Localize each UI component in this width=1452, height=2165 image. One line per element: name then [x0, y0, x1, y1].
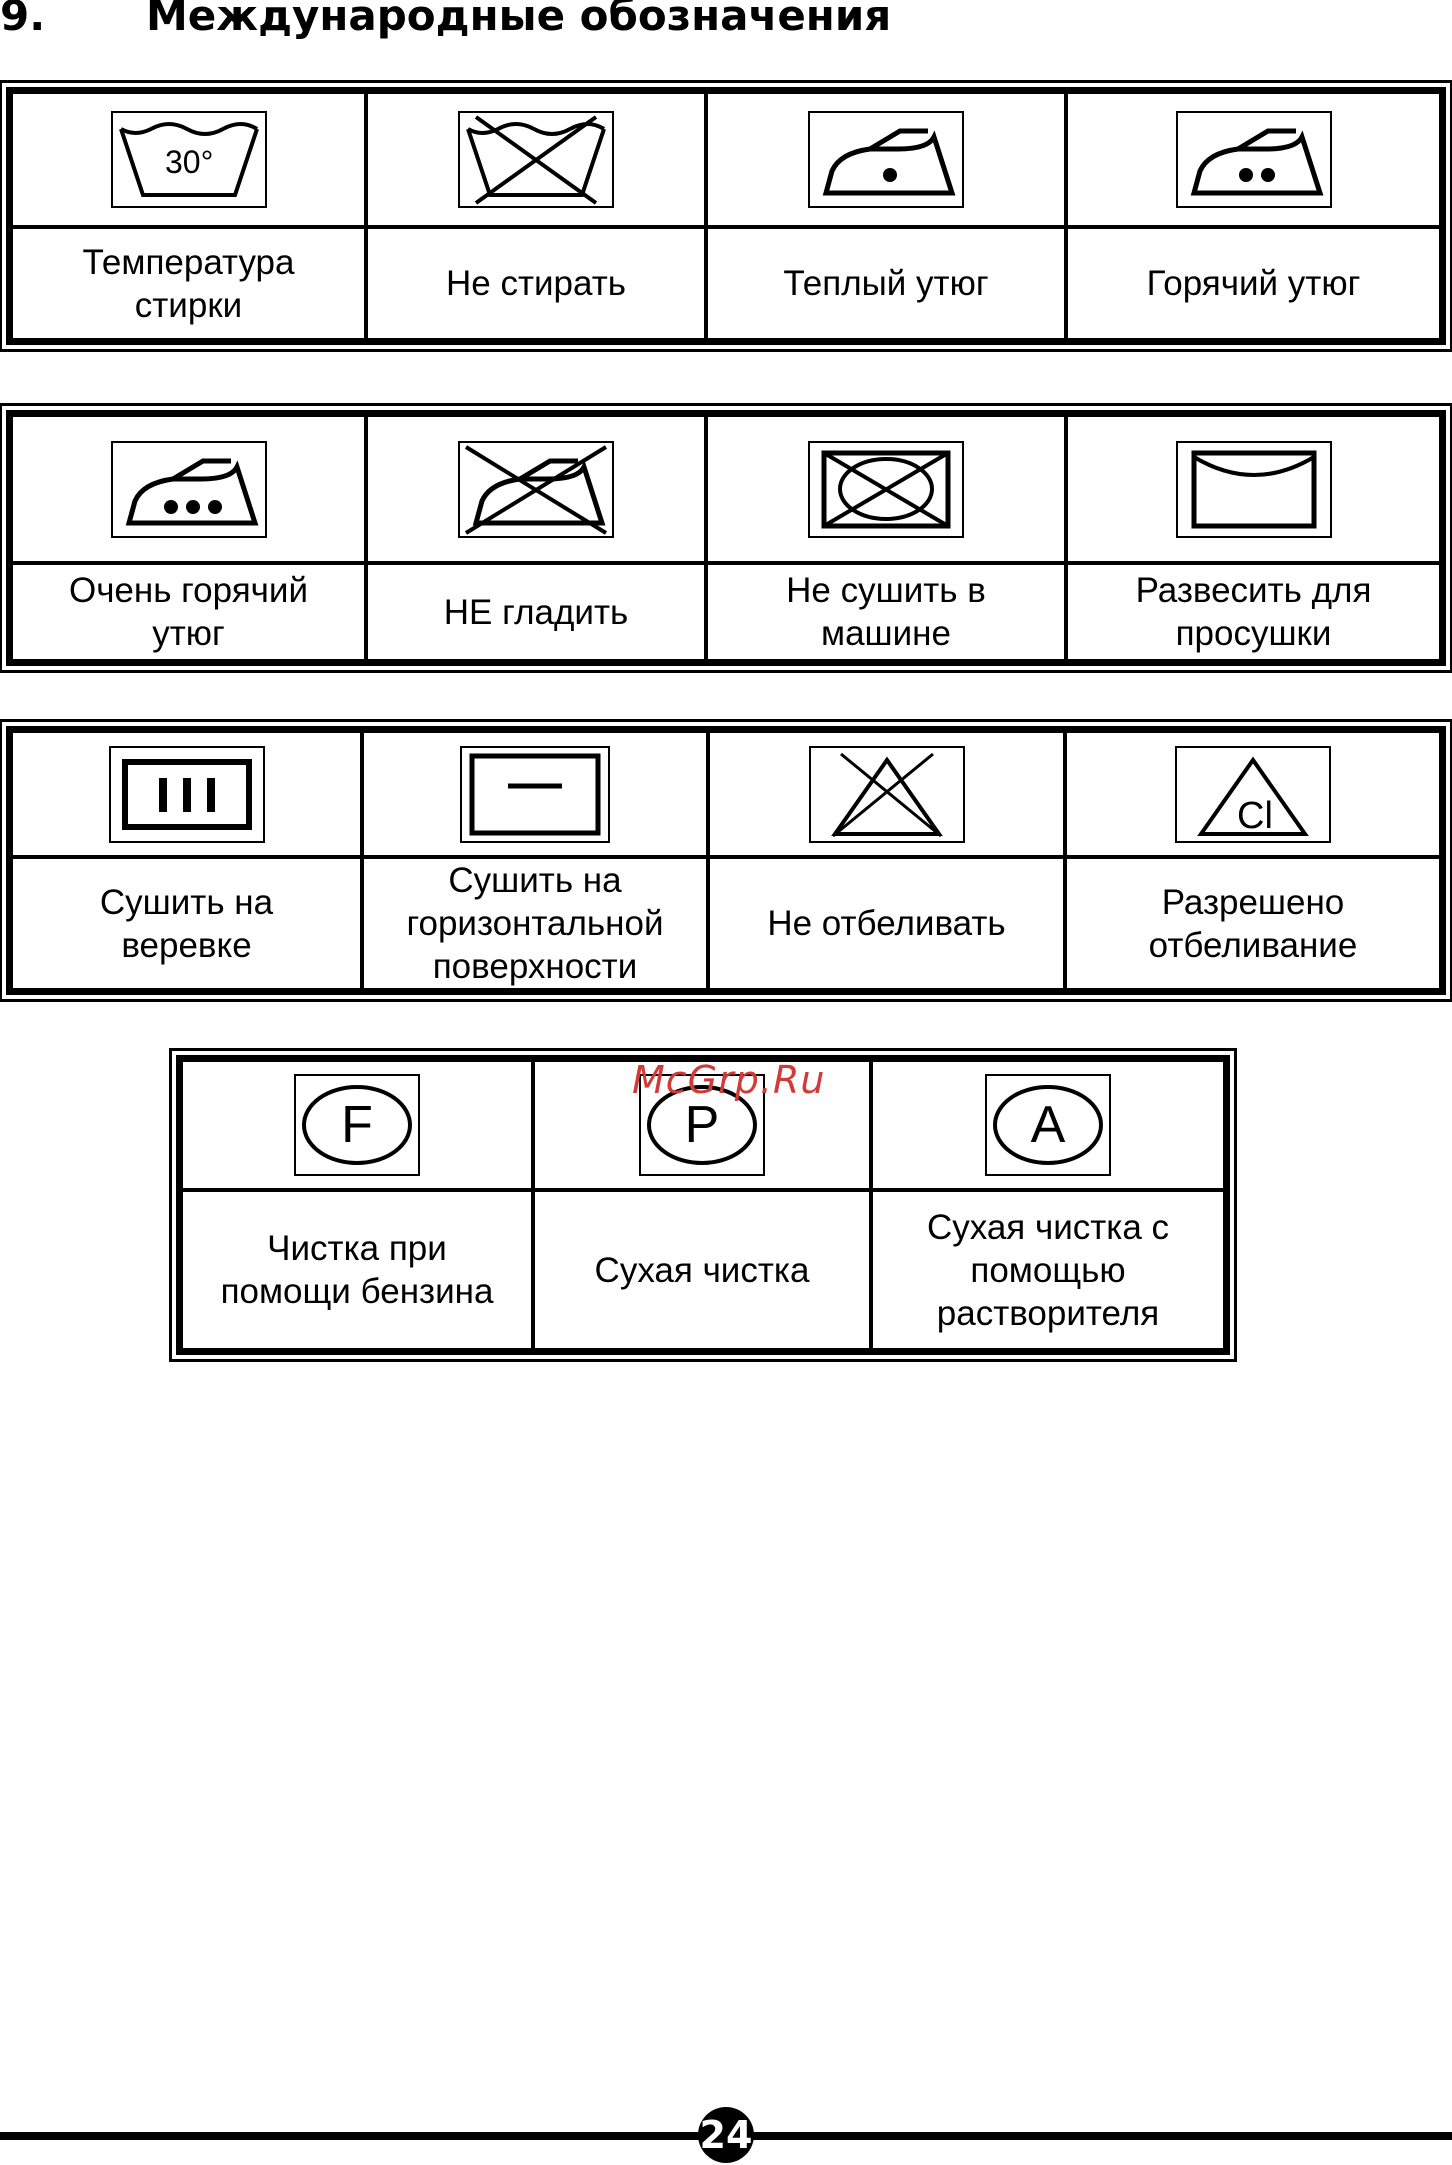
- symbol-cell: [362, 731, 708, 857]
- label-cell: Горячий утюг: [1066, 227, 1441, 340]
- page-number: 24: [698, 2107, 754, 2163]
- bleach-mark: Cl: [1237, 795, 1273, 837]
- no-wash-icon: [458, 111, 614, 208]
- dry-flat-icon: [460, 745, 610, 843]
- symbol-cell: [11, 731, 362, 857]
- label-cell: Чистка при помощи бензина: [181, 1190, 533, 1350]
- symbol-cell: [366, 415, 706, 563]
- symbols-table-2: Очень горячий утюг НЕ гладить Не сушить …: [0, 403, 1452, 673]
- label-cell: Теплый утюг: [706, 227, 1066, 340]
- symbol-cell: A: [871, 1060, 1225, 1190]
- section-number: 9.: [0, 0, 46, 40]
- label-cell: Сухая чистка: [533, 1190, 871, 1350]
- hang-dry-icon: [1175, 440, 1332, 538]
- label-cell: Развесить для просушки: [1066, 563, 1441, 661]
- symbol-cell: [708, 731, 1065, 857]
- label-cell: Сушить на горизонтальной поверхности: [362, 857, 708, 990]
- symbol-cell: [11, 415, 366, 563]
- dry-clean-p-mark: P: [685, 1096, 720, 1154]
- iron-hot-icon: [1175, 111, 1332, 208]
- label-cell: Не сушить в машине: [706, 563, 1066, 661]
- label-cell: Не стирать: [366, 227, 706, 340]
- symbol-cell: [366, 92, 706, 227]
- wash-temp-label: 30°: [165, 144, 213, 180]
- symbol-cell: [1066, 415, 1441, 563]
- symbol-cell: Cl: [1065, 731, 1441, 857]
- label-cell: Разрешено отбеливание: [1065, 857, 1441, 990]
- bleach-allowed-icon: Cl: [1175, 745, 1331, 843]
- no-iron-icon: [458, 440, 614, 538]
- section-title: Международные обозначения: [146, 0, 892, 40]
- symbol-cell: [706, 92, 1066, 227]
- symbols-table-3: Cl Сушить на веревке Сушить на горизонта…: [0, 719, 1452, 1002]
- label-cell: Сухая чистка с помощью растворителя: [871, 1190, 1225, 1350]
- label-cell: Не отбеливать: [708, 857, 1065, 990]
- label-cell: Очень горячий утюг: [11, 563, 366, 661]
- no-bleach-icon: [808, 745, 965, 843]
- iron-warm-icon: [808, 111, 964, 208]
- dry-clean-p-icon: P: [639, 1074, 765, 1176]
- symbols-table-4: F P A Чистка при помощи бензина Сухая ч: [169, 1048, 1237, 1362]
- line-dry-icon: [108, 745, 265, 843]
- iron-very-hot-icon: [110, 440, 267, 538]
- symbol-cell: [1066, 92, 1441, 227]
- watermark: McGrp.Ru: [632, 1058, 826, 1102]
- dry-clean-a-icon: A: [985, 1074, 1111, 1176]
- dry-clean-f-icon: F: [294, 1074, 420, 1176]
- symbol-cell: 30°: [11, 92, 366, 227]
- label-cell: НЕ гладить: [366, 563, 706, 661]
- symbol-cell: F: [181, 1060, 533, 1190]
- label-cell: Температура стирки: [11, 227, 366, 340]
- symbols-table-1: 30°: [0, 80, 1452, 352]
- dry-clean-f-mark: F: [341, 1096, 373, 1154]
- dry-clean-a-mark: A: [1031, 1096, 1066, 1154]
- label-cell: Сушить на веревке: [11, 857, 362, 990]
- no-tumble-dry-icon: [808, 440, 964, 538]
- wash-30-icon: 30°: [110, 111, 267, 208]
- symbol-cell: P: [533, 1060, 871, 1190]
- symbol-cell: [706, 415, 1066, 563]
